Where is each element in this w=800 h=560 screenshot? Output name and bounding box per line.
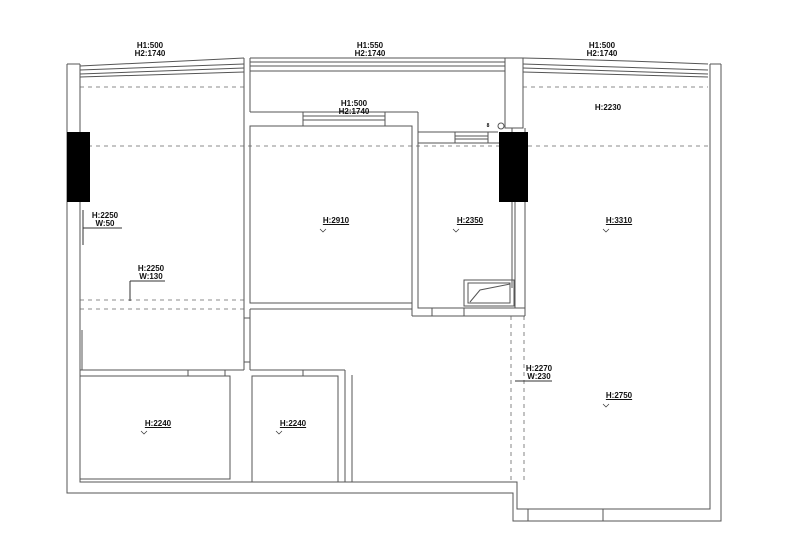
beam-left-wall-w: W:50 (95, 219, 115, 228)
small-mark-label: 8 (486, 123, 490, 129)
room-height-right: H:3310 (605, 216, 633, 225)
fixture-circle-icon (497, 122, 505, 130)
room-height-center: H:2910 (322, 216, 350, 225)
room-height-top-right: H:2230 (594, 103, 622, 112)
structural-column-left (67, 132, 90, 202)
right-window-h1: H1:500 (588, 41, 616, 50)
room-height-bathroom: H:2350 (456, 216, 484, 225)
outer-wall-outer (66, 64, 722, 522)
right-window-lines (522, 57, 709, 78)
structural-column-right (499, 132, 528, 202)
center-window-lines (250, 57, 505, 72)
room-height-living: H:2750 (605, 391, 633, 400)
beam-label-left-room: H:2250 W:130 (134, 265, 168, 281)
right-window-h2: H2:1740 (586, 49, 618, 58)
left-window-h2: H2:1740 (134, 49, 166, 58)
beam-left-wall-h: H:2250 (91, 211, 119, 220)
beam-label-left-wall: H:2250 W:50 (88, 212, 122, 228)
center-window-h1: H1:550 (356, 41, 384, 50)
beam-living-h: H:2270 (525, 364, 553, 373)
inner-window-h2: H2:1740 (338, 107, 370, 116)
beam-left-room-w: W:130 (139, 272, 163, 281)
left-window-label: H1:500 H2:1740 (120, 42, 180, 58)
beam-living-w: W:230 (527, 372, 551, 381)
inner-window-label: H1:500 H2:1740 (324, 100, 384, 116)
inner-window-h1: H1:500 (340, 99, 368, 108)
room-height-bottom-center: H:2240 (279, 419, 307, 428)
outer-wall-inner (79, 64, 711, 510)
center-window-h2: H2:1740 (354, 49, 386, 58)
center-window-label: H1:550 H2:1740 (340, 42, 400, 58)
left-window-lines (79, 57, 245, 78)
beam-label-living: H:2270 W:230 (522, 365, 556, 381)
beam-left-room-h: H:2250 (137, 264, 165, 273)
bathtub (463, 279, 515, 307)
bottom-left-room-box (79, 375, 231, 480)
room-height-bottom-left: H:2240 (144, 419, 172, 428)
right-window-label: H1:500 H2:1740 (572, 42, 632, 58)
bottom-center-room-box (251, 375, 339, 483)
left-window-h1: H1:500 (136, 41, 164, 50)
